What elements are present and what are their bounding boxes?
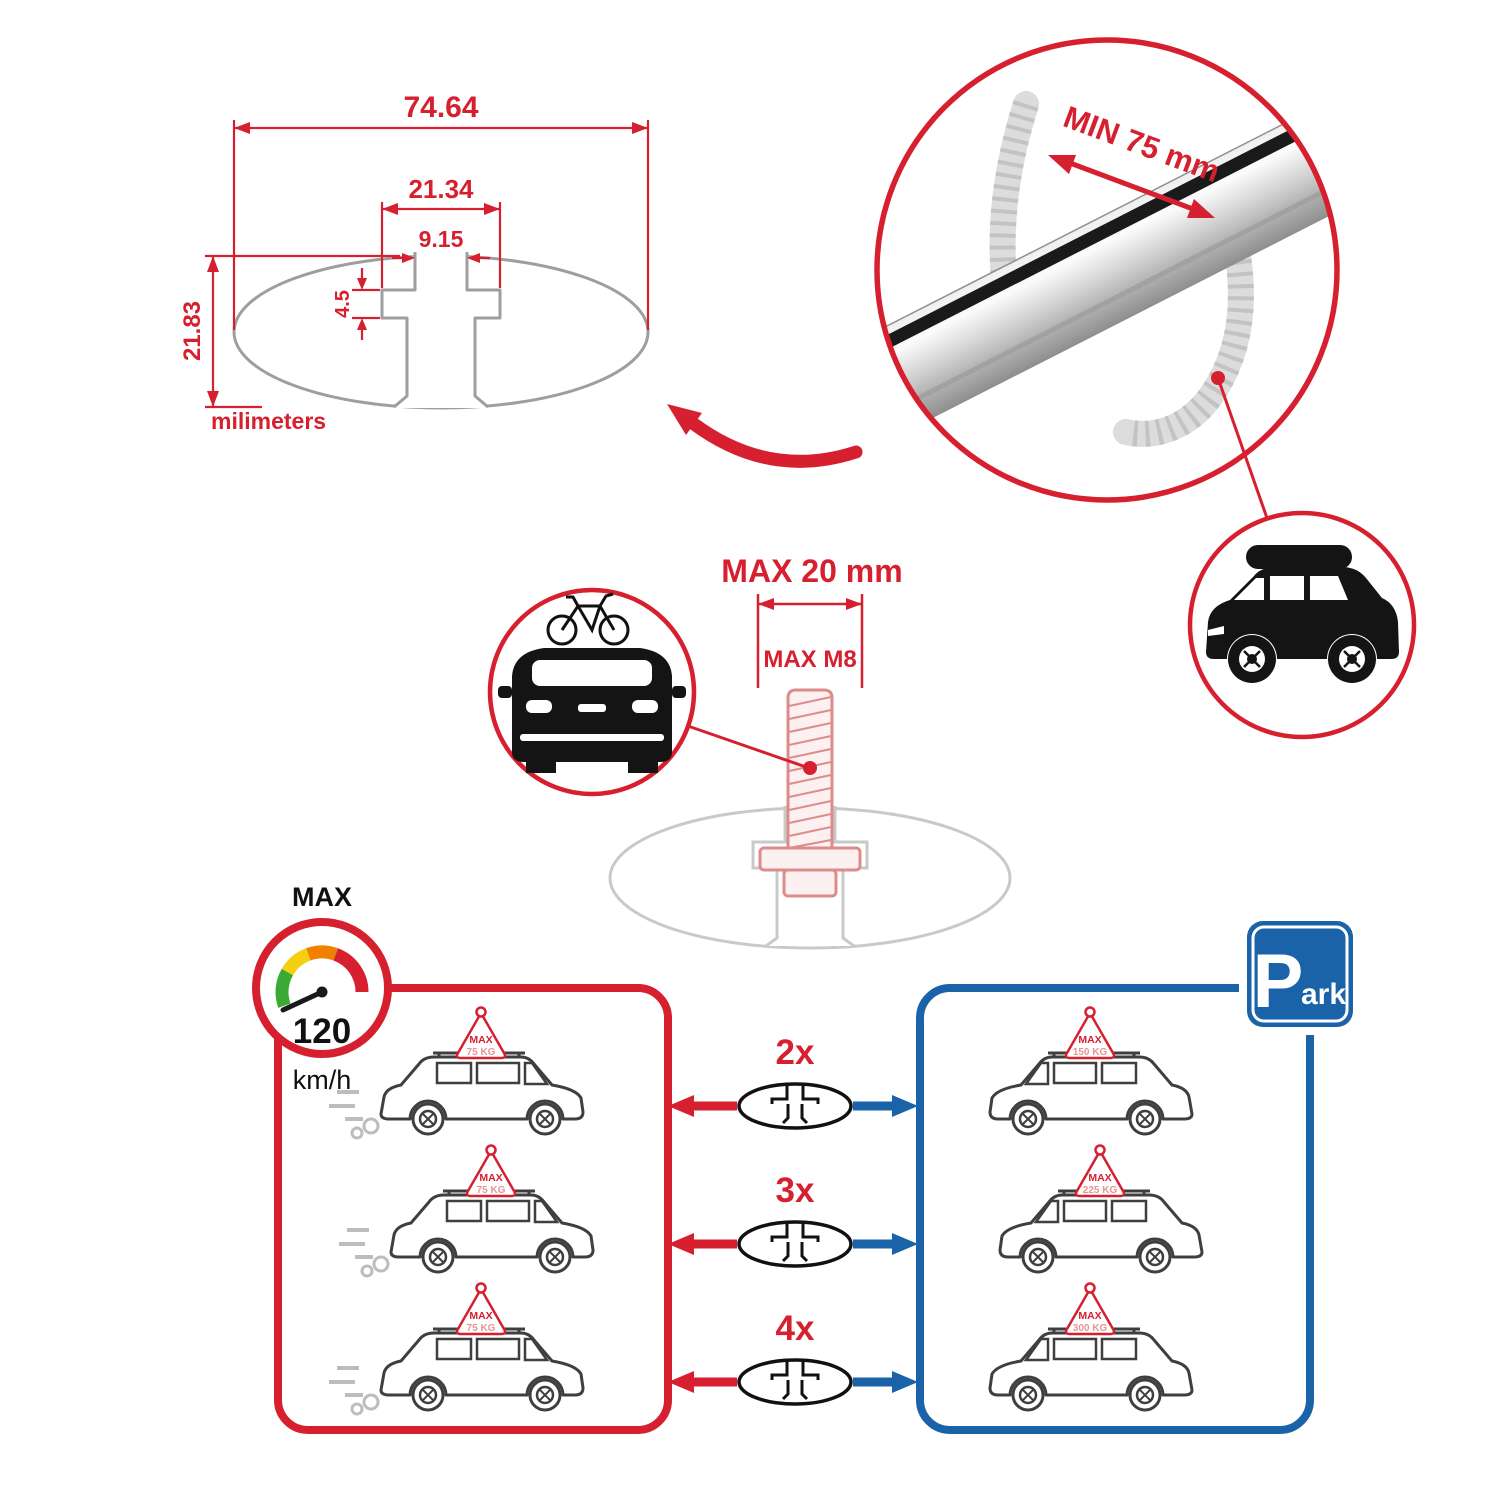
suv-roofbox-inset <box>1187 510 1417 740</box>
pointer-arrow <box>667 404 863 468</box>
badge-max: MAX <box>1088 1172 1111 1184</box>
badge-load: 75 KG <box>467 1323 496 1334</box>
bolt-illustration <box>758 688 862 898</box>
quantity-row-3: 4x <box>668 1309 918 1404</box>
load-badge: MAX 150 KG <box>1064 1006 1116 1060</box>
quantity-label: 3x <box>776 1171 815 1210</box>
parked-car-1: MAX 150 KG <box>988 1006 1194 1136</box>
units-label: milimeters <box>211 408 326 434</box>
clamp-strap-right <box>1113 212 1254 447</box>
dimension-lip <box>352 268 380 340</box>
motion-lines <box>329 1090 380 1140</box>
badge-load: 75 KG <box>467 1047 496 1058</box>
quantity-row-2: 3x <box>668 1171 918 1266</box>
badge-load: 75 KG <box>477 1185 506 1196</box>
motion-lines <box>329 1366 380 1416</box>
speed-max-label: MAX <box>292 882 352 912</box>
t-slot-profile <box>380 252 502 409</box>
dim-width-label: 74.64 <box>403 91 478 124</box>
speed-limit-gauge: MAX 120 km/h <box>252 882 392 1095</box>
min-span-dimension <box>1048 155 1215 218</box>
gauge-needle <box>280 989 325 1013</box>
quantity-row-1: 2x <box>668 1033 918 1128</box>
bolt-point-dot <box>803 761 817 775</box>
bike-car-inset <box>487 587 697 797</box>
max-thread-label: MAX M8 <box>763 646 856 673</box>
dim-channel-outer-label: 21.34 <box>408 174 474 204</box>
suv-illustration <box>1206 545 1399 683</box>
dimension-channel-outer <box>380 202 502 288</box>
badge-max: MAX <box>469 1034 492 1046</box>
badge-load: 150 KG <box>1073 1047 1108 1058</box>
park-sign-letter: P <box>1253 939 1304 1024</box>
gauge-arcs <box>275 945 369 1008</box>
cross-section-diagram: 74.64 21.34 9.15 4.5 2 <box>179 91 863 468</box>
badge-load: 225 KG <box>1083 1185 1118 1196</box>
inset-connector-line <box>1216 377 1270 522</box>
bolt-connector-line <box>687 724 807 769</box>
dim-height-label: 21.83 <box>179 301 206 361</box>
dimension-slot <box>392 253 490 263</box>
badge-max: MAX <box>469 1310 492 1322</box>
faded-t-slot-profile <box>751 806 869 948</box>
load-badge: MAX 225 KG <box>1074 1144 1126 1198</box>
badge-max: MAX <box>479 1172 502 1184</box>
dim-lip-label: 4.5 <box>332 290 354 318</box>
badge-load: 300 KG <box>1073 1323 1108 1334</box>
park-sign-suffix: ark <box>1301 978 1346 1011</box>
badge-max: MAX <box>1078 1310 1101 1322</box>
parked-car-3: MAX 300 KG <box>988 1282 1194 1412</box>
dim-slot-label: 9.15 <box>419 226 464 252</box>
car-front-illustration <box>498 648 686 773</box>
load-badge: MAX 75 KG <box>465 1144 517 1198</box>
dimension-width <box>232 120 650 330</box>
quantity-label: 2x <box>776 1033 815 1072</box>
driving-car-1: MAX 75 KG <box>329 1006 585 1140</box>
load-badge: MAX 75 KG <box>455 1006 507 1060</box>
aluminum-bar <box>877 83 1337 444</box>
motion-lines <box>339 1228 390 1278</box>
load-badge: MAX 75 KG <box>455 1282 507 1336</box>
quantity-label: 4x <box>776 1309 815 1348</box>
dimension-height <box>205 254 400 409</box>
load-badge: MAX 300 KG <box>1064 1282 1116 1336</box>
parked-car-2: MAX 225 KG <box>998 1144 1204 1274</box>
park-sign: P ark <box>1239 913 1361 1035</box>
driving-car-2: MAX 75 KG <box>339 1144 595 1278</box>
badge-max: MAX <box>1078 1034 1101 1046</box>
bolt-diagram: MAX 20 mm MAX M8 <box>608 553 1012 950</box>
driving-car-3: MAX 75 KG <box>329 1282 585 1416</box>
max-width-label: MAX 20 mm <box>721 553 902 589</box>
crossbar-photo-inset: MIN 75 mm <box>874 37 1340 522</box>
bike-icon <box>546 592 630 646</box>
bolt-width-dimension <box>756 594 864 688</box>
speed-value: 120 <box>293 1012 351 1051</box>
